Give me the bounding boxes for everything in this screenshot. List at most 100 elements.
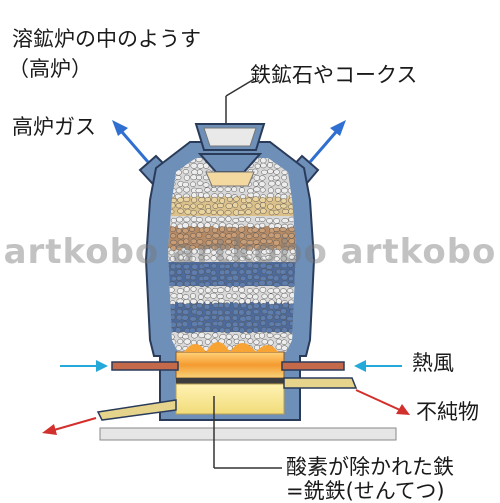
- pebble: [231, 315, 238, 321]
- pebble: [211, 186, 218, 193]
- pebble: [267, 339, 274, 346]
- pebble: [183, 280, 191, 287]
- pebble: [197, 192, 205, 198]
- pebble: [204, 287, 212, 294]
- pebble: [238, 309, 245, 316]
- pebble: [168, 249, 175, 256]
- pebble: [303, 151, 309, 156]
- pebble: [225, 333, 233, 340]
- pebble: [231, 293, 238, 299]
- pebble: [240, 275, 247, 282]
- pebble: [231, 248, 239, 254]
- pebble: [224, 263, 231, 269]
- leader-line-top: [225, 77, 257, 97]
- pebble: [218, 298, 226, 304]
- pebble: [170, 233, 177, 239]
- pebble: [169, 226, 176, 233]
- pebble: [247, 188, 254, 194]
- pebble: [265, 264, 273, 270]
- pebble: [176, 281, 184, 287]
- pebble: [219, 226, 226, 233]
- pebble: [245, 209, 252, 215]
- pebble: [216, 249, 224, 255]
- pebble: [190, 293, 196, 300]
- pebble: [176, 269, 183, 275]
- pebble: [259, 216, 266, 222]
- pebble: [275, 298, 282, 305]
- label-pig-iron: 酸素が除かれた鉄: [286, 455, 454, 479]
- pebble: [289, 248, 296, 255]
- pebble: [273, 226, 281, 232]
- pebble: [287, 282, 295, 288]
- pebble: [189, 226, 195, 232]
- pebble: [197, 288, 205, 294]
- pebble: [231, 239, 238, 246]
- pebble: [190, 222, 198, 228]
- pebble: [196, 180, 204, 186]
- pebble: [183, 249, 191, 255]
- pebble: [183, 174, 190, 181]
- pebble: [246, 280, 253, 287]
- pebble: [184, 303, 192, 309]
- pebble: [181, 222, 189, 229]
- pebble: [183, 338, 191, 345]
- pebble: [246, 202, 253, 209]
- pebble: [211, 263, 217, 269]
- pebble: [254, 163, 261, 169]
- pebble: [203, 248, 212, 255]
- pebble: [189, 316, 197, 322]
- pebble: [252, 196, 260, 202]
- coke-layer: [168, 216, 296, 226]
- pebble: [281, 208, 290, 215]
- pebble: [266, 217, 273, 224]
- pebble: [196, 302, 203, 309]
- pebble: [288, 226, 295, 232]
- pebble: [252, 309, 260, 315]
- watermark: artkobo artkobo artkobo: [3, 232, 497, 272]
- pebble: [202, 182, 210, 188]
- pebble: [240, 303, 247, 309]
- pebble: [259, 208, 267, 214]
- pebble: [182, 294, 190, 300]
- pebble: [170, 217, 177, 224]
- pebble: [195, 309, 203, 316]
- pebble: [267, 293, 275, 300]
- pebble: [259, 175, 266, 181]
- pebble: [265, 327, 273, 334]
- pebble: [197, 248, 205, 255]
- pebble: [258, 280, 266, 287]
- pebble: [168, 244, 169, 251]
- pebble: [202, 262, 210, 268]
- pebble: [163, 152, 168, 157]
- pebble: [282, 302, 289, 309]
- pebble: [188, 255, 197, 262]
- pebble: [204, 310, 212, 316]
- pebble: [260, 158, 267, 164]
- pebble: [223, 302, 231, 309]
- pebble: [280, 332, 288, 338]
- pebble: [275, 180, 282, 186]
- pebble: [252, 239, 260, 245]
- pebble: [272, 239, 280, 246]
- pebble: [218, 315, 225, 322]
- pebble: [212, 332, 219, 338]
- pebble: [174, 327, 182, 333]
- pebble: [245, 254, 253, 260]
- pebble: [267, 162, 273, 168]
- pebble: [240, 248, 247, 254]
- pebble: [252, 298, 259, 305]
- pebble: [251, 227, 259, 233]
- pebble: [273, 169, 281, 175]
- pebble: [259, 187, 266, 193]
- pebble: [197, 222, 205, 229]
- pebble: [197, 268, 205, 275]
- pebble: [203, 303, 211, 310]
- pebble: [267, 187, 274, 194]
- combustion-zone: [175, 342, 285, 379]
- pebble: [261, 308, 269, 315]
- pebble: [224, 286, 231, 292]
- pebble: [196, 163, 205, 169]
- pebble: [232, 274, 240, 281]
- pebble: [175, 203, 182, 209]
